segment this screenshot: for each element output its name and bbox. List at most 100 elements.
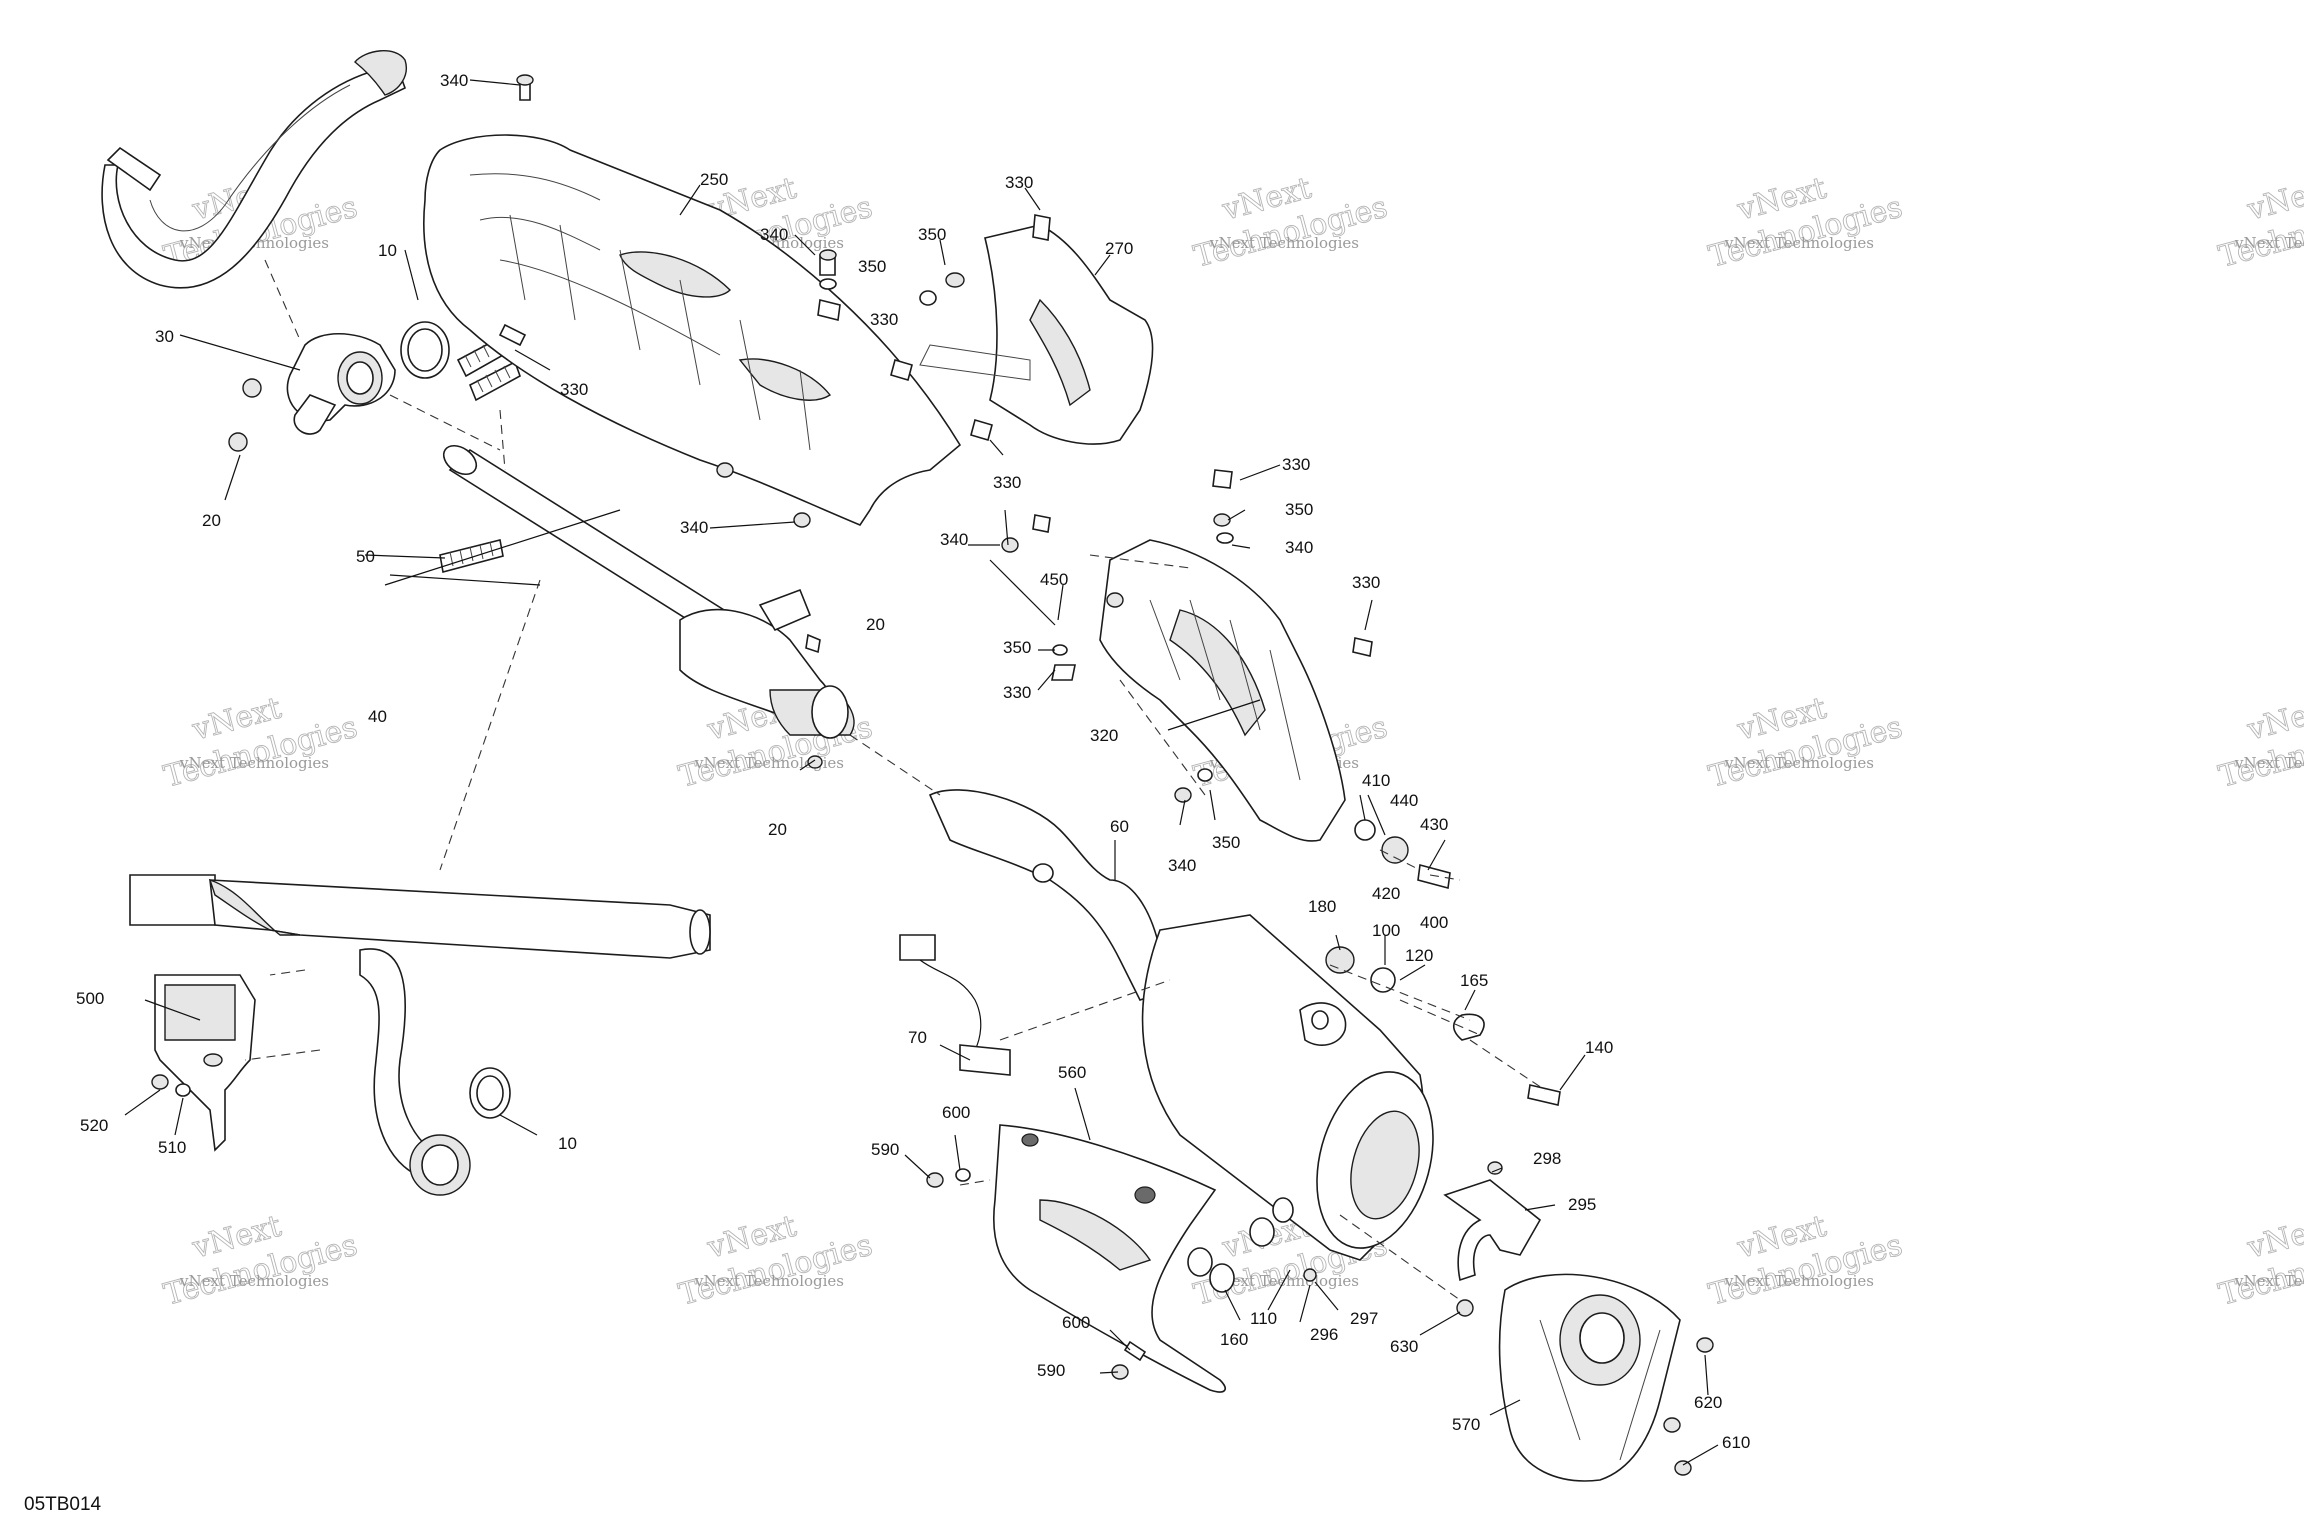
watermark-tile: vNext Technologies vNext Technologies [675, 1208, 877, 1313]
svg-text:vNext Technologies: vNext Technologies [1724, 1272, 1874, 1290]
callout-520: 520 [80, 1116, 108, 1135]
watermark-tile: vNext Technologies vNext Technologies [1190, 170, 1392, 275]
callout-20: 20 [866, 615, 885, 634]
callout-60: 60 [1110, 817, 1129, 836]
callout-320: 320 [1090, 726, 1118, 745]
callout-330: 330 [1003, 683, 1031, 702]
end-cap-570 [1498, 1273, 1681, 1482]
svg-text:vNext Technologies: vNext Technologies [179, 1272, 329, 1290]
lower-pipe-40 [129, 874, 711, 1196]
callout-350: 350 [1285, 500, 1313, 519]
callout-270: 270 [1105, 239, 1133, 258]
middle-pipe-40 [442, 444, 855, 739]
callout-430: 430 [1420, 815, 1448, 834]
callout-400: 400 [1420, 913, 1448, 932]
svg-text:vNext Technologies: vNext Technologies [1724, 754, 1874, 772]
callout-160: 160 [1220, 1330, 1248, 1349]
callout-30: 30 [155, 327, 174, 346]
heat-shield-270 [919, 224, 1154, 445]
callout-298: 298 [1533, 1149, 1561, 1168]
svg-text:vNext Technologies: vNext Technologies [694, 1272, 844, 1290]
callout-340: 340 [1168, 856, 1196, 875]
watermark-tile: vNext Technologies vNext Technologies [1705, 690, 1907, 795]
callout-350: 350 [1003, 638, 1031, 657]
exhaust-manifold-flange [286, 332, 396, 435]
watermark-tile: vNext Technologies vNext Technologies [1705, 1208, 1907, 1313]
callout-510: 510 [158, 1138, 186, 1157]
callout-330: 330 [1005, 173, 1033, 192]
watermark-tile: vNext Technologies vNext Technologies [160, 1208, 362, 1313]
spring-50-middle [468, 360, 521, 402]
callout-330: 330 [993, 473, 1021, 492]
callout-590: 590 [1037, 1361, 1065, 1380]
watermark-tile: vNext Technologies vNext Technologies [2215, 170, 2304, 275]
callout-600: 600 [1062, 1313, 1090, 1332]
callout-330: 330 [560, 380, 588, 399]
callout-20: 20 [768, 820, 787, 839]
callout-330: 330 [1282, 455, 1310, 474]
muffler-inlet-pipe-60 [928, 789, 1171, 1001]
svg-text:vNext Technologies: vNext Technologies [1724, 234, 1874, 252]
callout-50: 50 [356, 547, 375, 566]
front-exhaust-pipe [101, 50, 407, 289]
callout-296: 296 [1310, 1325, 1338, 1344]
leader-lines [124, 79, 1719, 1466]
callout-560: 560 [1058, 1063, 1086, 1082]
callout-297: 297 [1350, 1309, 1378, 1328]
hardware [151, 74, 1714, 1476]
diagram-code-label: 05TB014 [24, 1494, 102, 1515]
svg-text:vNext Technologies: vNext Technologies [694, 754, 844, 772]
gasket-ring-10-upper [400, 321, 450, 379]
callout-330: 330 [870, 310, 898, 329]
callout-295: 295 [1568, 1195, 1596, 1214]
callout-620: 620 [1694, 1393, 1722, 1412]
callout-20: 20 [202, 511, 221, 530]
callout-420: 420 [1372, 884, 1400, 903]
muffler-canister [1141, 914, 1434, 1261]
heat-shield-320 [1099, 539, 1346, 842]
watermark-tile: vNext Technologies vNext Technologies [1705, 170, 1907, 275]
watermark-tile: vNext Technologies vNext Technologies [160, 690, 362, 795]
callout-180: 180 [1308, 897, 1336, 916]
callout-450: 450 [1040, 570, 1068, 589]
o2-sensor-70 [899, 934, 1011, 1076]
watermark-tile: vNext Technologies vNext Technologies [2215, 690, 2304, 795]
callout-610: 610 [1722, 1433, 1750, 1452]
callout-590: 590 [871, 1140, 899, 1159]
watermark-tile: vNext Technologies vNext Technologies [2215, 1208, 2304, 1313]
callout-570: 570 [1452, 1415, 1480, 1434]
heat-shield-250 [423, 134, 962, 526]
spring-50-lower [439, 539, 504, 573]
callout-10: 10 [558, 1134, 577, 1153]
callout-labels: 340 250 340 350 330 330 350 270 10 30 33… [76, 71, 1750, 1452]
callout-500: 500 [76, 989, 104, 1008]
callout-630: 630 [1390, 1337, 1418, 1356]
callout-120: 120 [1405, 946, 1433, 965]
callout-440: 440 [1390, 791, 1418, 810]
bracket-295 [1443, 1179, 1542, 1282]
gasket-ring-10-lower [469, 1067, 511, 1119]
callout-110: 110 [1250, 1309, 1277, 1328]
callout-600: 600 [942, 1103, 970, 1122]
muffler-cover-560 [992, 1124, 1226, 1393]
callout-250: 250 [700, 170, 728, 189]
callout-70: 70 [908, 1028, 927, 1047]
callout-410: 410 [1362, 771, 1390, 790]
callout-340: 340 [680, 518, 708, 537]
callout-10: 10 [378, 241, 397, 260]
callout-330: 330 [1352, 573, 1380, 592]
callout-350: 350 [858, 257, 886, 276]
callout-350: 350 [918, 225, 946, 244]
callout-40: 40 [368, 707, 387, 726]
svg-text:vNext Technologies: vNext Technologies [2234, 1272, 2304, 1290]
svg-text:vNext Technologies: vNext Technologies [2234, 754, 2304, 772]
callout-140: 140 [1585, 1038, 1613, 1057]
callout-100: 100 [1372, 921, 1400, 940]
callout-340: 340 [760, 225, 788, 244]
callout-340: 340 [940, 530, 968, 549]
callout-340: 340 [440, 71, 468, 90]
assembly-lines [244, 259, 1546, 1301]
svg-text:vNext Technologies: vNext Technologies [179, 754, 329, 772]
callout-165: 165 [1460, 971, 1488, 990]
